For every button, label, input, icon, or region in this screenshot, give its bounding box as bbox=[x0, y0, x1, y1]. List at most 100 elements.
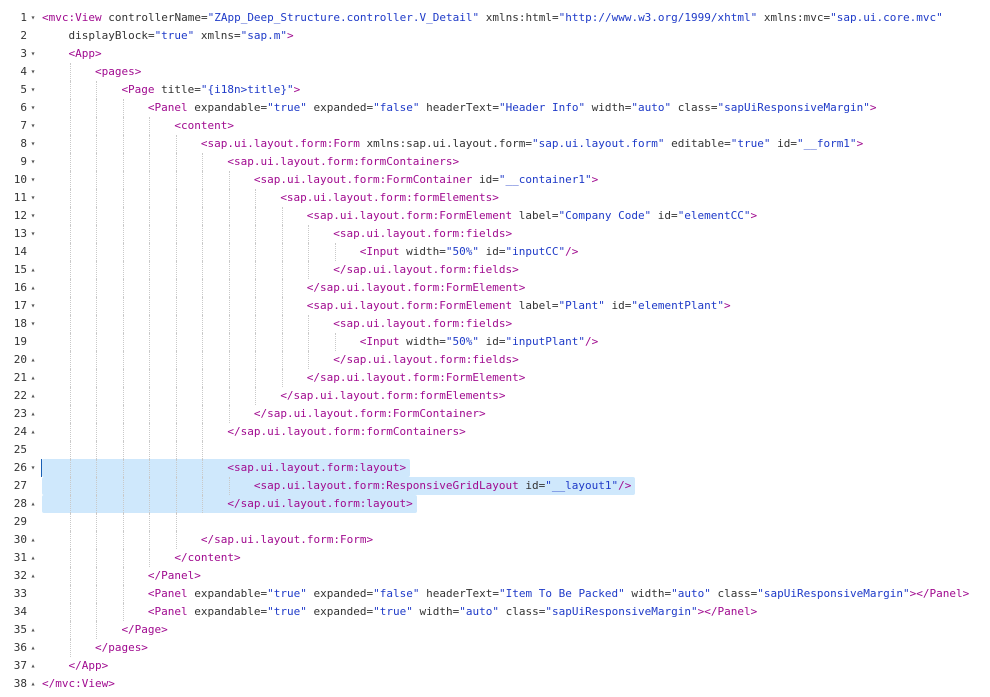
code-line[interactable]: </sap.ui.layout.form:fields> bbox=[42, 261, 990, 279]
code-line[interactable]: <pages> bbox=[42, 63, 990, 81]
fold-open-icon[interactable]: ▾ bbox=[30, 49, 36, 58]
indent-guide bbox=[70, 279, 71, 297]
attribute-value-token: "__layout1" bbox=[545, 479, 619, 492]
code-line[interactable]: <sap.ui.layout.form:layout> bbox=[41, 459, 990, 477]
indent-guide bbox=[122, 531, 124, 549]
code-line[interactable]: <sap.ui.layout.form:fields> bbox=[42, 225, 990, 243]
code-line[interactable]: <sap.ui.layout.form:FormElement label="C… bbox=[42, 207, 990, 225]
code-area[interactable]: <mvc:View controllerName="ZApp_Deep_Stru… bbox=[41, 9, 990, 693]
fold-open-icon[interactable]: ▾ bbox=[30, 121, 36, 130]
code-line[interactable]: <sap.ui.layout.form:FormElement label="P… bbox=[42, 297, 990, 315]
fold-close-icon[interactable]: ▴ bbox=[30, 679, 36, 688]
line-number-text: 22 bbox=[13, 389, 27, 402]
xml-tag-token: /> bbox=[584, 335, 599, 348]
fold-close-icon[interactable]: ▴ bbox=[30, 499, 36, 508]
fold-open-icon[interactable]: ▾ bbox=[30, 301, 36, 310]
attribute-name-token: width= bbox=[624, 587, 672, 600]
fold-open-icon[interactable]: ▾ bbox=[30, 139, 36, 148]
code-line[interactable]: <Input width="50%" id="inputCC"/> bbox=[42, 243, 990, 261]
code-line[interactable]: </sap.ui.layout.form:FormContainer> bbox=[42, 405, 990, 423]
code-line[interactable]: </content> bbox=[42, 549, 990, 567]
code-line[interactable]: </App> bbox=[42, 657, 990, 675]
code-line[interactable]: <Page title="{i18n>title}"> bbox=[42, 81, 990, 99]
code-line[interactable]: <App> bbox=[42, 45, 990, 63]
indent-guide bbox=[149, 279, 151, 297]
fold-open-icon[interactable]: ▾ bbox=[30, 319, 36, 328]
code-line[interactable]: <sap.ui.layout.form:formElements> bbox=[42, 189, 990, 207]
code-line[interactable]: </pages> bbox=[42, 639, 990, 657]
indent-guide bbox=[228, 369, 230, 387]
attribute-name-token: id= bbox=[770, 137, 797, 150]
fold-open-icon[interactable]: ▾ bbox=[30, 175, 36, 184]
fold-open-icon[interactable]: ▾ bbox=[30, 103, 36, 112]
indent-guide bbox=[228, 333, 230, 351]
fold-close-icon[interactable]: ▴ bbox=[30, 409, 36, 418]
line-number: 1▾ bbox=[0, 9, 40, 27]
fold-open-icon[interactable]: ▾ bbox=[30, 13, 36, 22]
fold-close-icon[interactable]: ▴ bbox=[30, 355, 36, 364]
code-text: </content> bbox=[42, 551, 240, 564]
fold-open-icon[interactable]: ▾ bbox=[30, 229, 36, 238]
code-line[interactable]: </sap.ui.layout.form:formElements> bbox=[42, 387, 990, 405]
code-line[interactable]: <Panel expandable="true" expanded="false… bbox=[42, 585, 990, 603]
attribute-name-token: id= bbox=[651, 209, 678, 222]
indent-guide bbox=[228, 171, 230, 189]
fold-close-icon[interactable]: ▴ bbox=[30, 661, 36, 670]
code-line[interactable]: </sap.ui.layout.form:layout> bbox=[42, 495, 990, 513]
indent-guide bbox=[255, 225, 257, 243]
code-line[interactable]: </sap.ui.layout.form:Form> bbox=[42, 531, 990, 549]
fold-open-icon[interactable]: ▾ bbox=[30, 85, 36, 94]
code-line[interactable]: <sap.ui.layout.form:fields> bbox=[42, 315, 990, 333]
fold-open-icon[interactable]: ▾ bbox=[30, 157, 36, 166]
indent-guide bbox=[122, 567, 124, 585]
code-line[interactable]: <Input width="50%" id="inputPlant"/> bbox=[42, 333, 990, 351]
fold-close-icon[interactable]: ▴ bbox=[30, 553, 36, 562]
indent-guide bbox=[122, 153, 124, 171]
code-line[interactable]: </Panel> bbox=[42, 567, 990, 585]
fold-close-icon[interactable]: ▴ bbox=[30, 373, 36, 382]
fold-open-icon[interactable]: ▾ bbox=[30, 67, 36, 76]
fold-close-icon[interactable]: ▴ bbox=[30, 571, 36, 580]
fold-close-icon[interactable]: ▴ bbox=[30, 427, 36, 436]
fold-open-icon[interactable]: ▾ bbox=[30, 211, 36, 220]
code-line[interactable]: </sap.ui.layout.form:FormElement> bbox=[42, 369, 990, 387]
code-line[interactable]: <sap.ui.layout.form:Form xmlns:sap.ui.la… bbox=[42, 135, 990, 153]
code-line[interactable] bbox=[42, 441, 990, 459]
code-line[interactable]: <Panel expandable="true" expanded="true"… bbox=[42, 603, 990, 621]
attribute-name-token: displayBlock= bbox=[68, 29, 155, 42]
fold-close-icon[interactable]: ▴ bbox=[30, 625, 36, 634]
indent-guide bbox=[96, 225, 98, 243]
code-line[interactable]: </sap.ui.layout.form:FormElement> bbox=[42, 279, 990, 297]
fold-open-icon[interactable]: ▾ bbox=[30, 463, 36, 472]
indent-guide bbox=[281, 225, 283, 243]
fold-close-icon[interactable]: ▴ bbox=[30, 535, 36, 544]
indent-guide bbox=[228, 315, 230, 333]
code-line[interactable] bbox=[42, 513, 990, 531]
code-line[interactable]: </Page> bbox=[42, 621, 990, 639]
code-line[interactable]: </mvc:View> bbox=[42, 675, 990, 693]
fold-close-icon[interactable]: ▴ bbox=[30, 391, 36, 400]
code-line[interactable]: displayBlock="true" xmlns="sap.m"> bbox=[42, 27, 990, 45]
code-line[interactable]: </sap.ui.layout.form:fields> bbox=[42, 351, 990, 369]
fold-open-icon[interactable]: ▾ bbox=[30, 193, 36, 202]
attribute-value-token: "Item To Be Packed" bbox=[498, 587, 625, 600]
indent-guide bbox=[228, 405, 230, 423]
indent-guide bbox=[70, 495, 71, 513]
indent-guide bbox=[149, 333, 151, 351]
code-line[interactable]: <sap.ui.layout.form:FormContainer id="__… bbox=[42, 171, 990, 189]
fold-close-icon[interactable]: ▴ bbox=[30, 265, 36, 274]
indent-guide bbox=[175, 189, 177, 207]
line-number: 23▴ bbox=[0, 405, 40, 423]
line-number: 2 bbox=[0, 27, 40, 45]
fold-close-icon[interactable]: ▴ bbox=[30, 283, 36, 292]
code-line[interactable]: <sap.ui.layout.form:ResponsiveGridLayout… bbox=[42, 477, 990, 495]
code-line[interactable]: <Panel expandable="true" expanded="false… bbox=[42, 99, 990, 117]
code-line[interactable]: </sap.ui.layout.form:formContainers> bbox=[42, 423, 990, 441]
xml-tag-token: <sap.ui.layout.form:FormContainer bbox=[253, 173, 473, 186]
xml-tag-token: > bbox=[724, 299, 731, 312]
code-line[interactable]: <content> bbox=[42, 117, 990, 135]
fold-close-icon[interactable]: ▴ bbox=[30, 643, 36, 652]
code-line[interactable]: <sap.ui.layout.form:formContainers> bbox=[42, 153, 990, 171]
code-line[interactable]: <mvc:View controllerName="ZApp_Deep_Stru… bbox=[42, 9, 990, 27]
